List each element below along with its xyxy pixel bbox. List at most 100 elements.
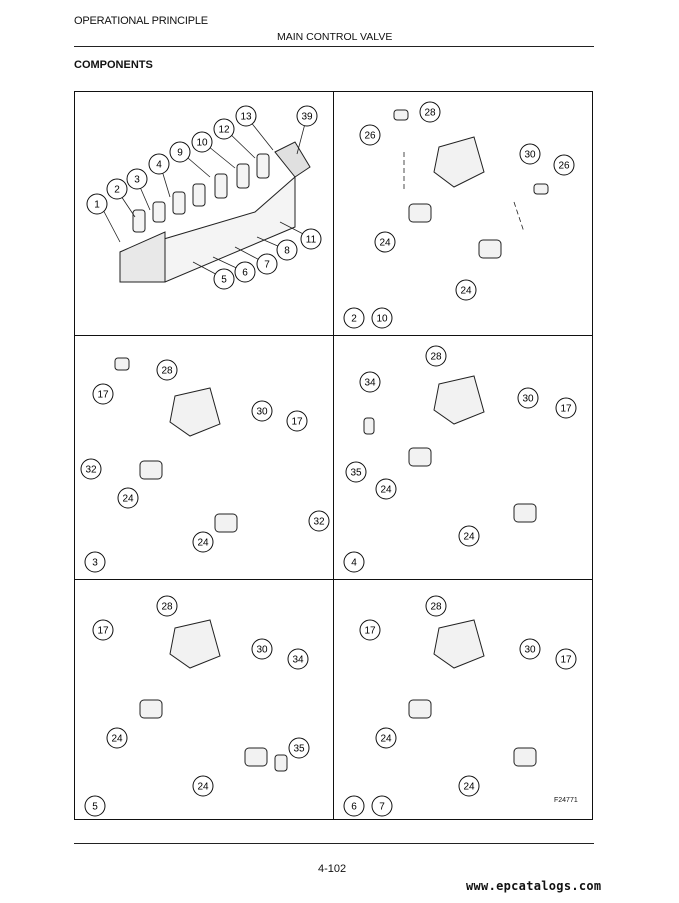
svg-text:30: 30 (522, 394, 534, 405)
callout-9: 9 (169, 141, 191, 163)
callout-28: 28 (425, 595, 447, 617)
callout-11: 11 (300, 228, 322, 250)
svg-text:30: 30 (524, 150, 536, 161)
section-marker-3: 3 (84, 551, 106, 573)
svg-text:10: 10 (196, 138, 208, 149)
callout-17: 17 (555, 397, 577, 419)
section-marker-5: 5 (84, 795, 106, 817)
svg-text:5: 5 (92, 802, 98, 813)
svg-text:4: 4 (156, 160, 162, 171)
callout-17: 17 (286, 410, 308, 432)
callout-30: 30 (251, 400, 273, 422)
svg-text:28: 28 (430, 352, 442, 363)
callout-24: 24 (455, 279, 477, 301)
callout-26: 26 (553, 154, 575, 176)
svg-text:7: 7 (264, 260, 270, 271)
callout-17: 17 (555, 648, 577, 670)
callout-35: 35 (288, 737, 310, 759)
svg-text:24: 24 (111, 734, 123, 745)
callout-8: 8 (276, 239, 298, 261)
callout-28: 28 (156, 359, 178, 381)
callout-34: 34 (287, 648, 309, 670)
callout-12: 12 (213, 118, 235, 140)
callout-24: 24 (458, 525, 480, 547)
callout-6: 6 (234, 261, 256, 283)
svg-text:12: 12 (218, 125, 230, 136)
callout-24: 24 (375, 478, 397, 500)
callout-10: 10 (191, 131, 213, 153)
svg-text:24: 24 (463, 782, 475, 793)
svg-text:30: 30 (256, 645, 268, 656)
svg-text:39: 39 (301, 112, 313, 123)
svg-text:13: 13 (240, 112, 252, 123)
callout-13: 13 (235, 105, 257, 127)
svg-text:6: 6 (242, 268, 248, 279)
svg-text:32: 32 (85, 465, 97, 476)
callout-24: 24 (117, 487, 139, 509)
callout-17: 17 (92, 619, 114, 641)
section-subtitle: MAIN CONTROL VALVE (277, 31, 393, 43)
svg-text:34: 34 (364, 378, 376, 389)
svg-text:6: 6 (351, 802, 357, 813)
callout-2: 2 (106, 178, 128, 200)
callout-24: 24 (374, 231, 396, 253)
svg-text:24: 24 (460, 286, 472, 297)
panel-section-4: 28 34 30 17 35 24 24 4 (343, 345, 577, 573)
grid-divider-vertical (333, 92, 334, 819)
callout-24: 24 (458, 775, 480, 797)
callout-24: 24 (192, 775, 214, 797)
svg-text:4: 4 (351, 558, 357, 569)
chapter-title: OPERATIONAL PRINCIPLE (74, 15, 208, 27)
svg-text:28: 28 (430, 602, 442, 613)
callout-30: 30 (519, 143, 541, 165)
callout-32: 32 (80, 458, 102, 480)
callout-30: 30 (517, 387, 539, 409)
panel-section-3: 28 17 30 17 32 24 32 24 3 (80, 357, 330, 573)
svg-text:24: 24 (379, 238, 391, 249)
footer-divider (74, 843, 594, 844)
svg-text:28: 28 (161, 366, 173, 377)
svg-text:7: 7 (379, 802, 385, 813)
svg-text:34: 34 (292, 655, 304, 666)
callout-17: 17 (359, 619, 381, 641)
svg-text:17: 17 (560, 655, 572, 666)
svg-text:11: 11 (306, 235, 317, 246)
svg-text:30: 30 (524, 645, 536, 656)
svg-text:3: 3 (92, 558, 98, 569)
callout-39: 39 (296, 105, 318, 127)
svg-text:24: 24 (197, 782, 209, 793)
panel-section-5: 28 17 30 34 24 35 24 5 (84, 595, 310, 817)
svg-text:17: 17 (97, 390, 109, 401)
callout-24: 24 (192, 531, 214, 553)
callout-17: 17 (92, 383, 114, 405)
callout-5: 5 (213, 268, 235, 290)
svg-text:28: 28 (161, 602, 173, 613)
callout-1: 1 (86, 193, 108, 215)
svg-text:35: 35 (350, 468, 362, 479)
svg-text:24: 24 (380, 485, 392, 496)
svg-text:26: 26 (364, 131, 376, 142)
components-heading: COMPONENTS (74, 59, 153, 71)
svg-text:26: 26 (558, 161, 570, 172)
svg-text:24: 24 (463, 532, 475, 543)
svg-text:2: 2 (114, 185, 120, 196)
callout-24: 24 (106, 727, 128, 749)
callout-24: 24 (375, 727, 397, 749)
svg-text:28: 28 (424, 108, 436, 119)
svg-text:24: 24 (197, 538, 209, 549)
svg-text:32: 32 (313, 517, 325, 528)
svg-text:1: 1 (94, 200, 100, 211)
svg-text:3: 3 (134, 175, 140, 186)
section-marker-4: 4 (343, 551, 365, 573)
page-number: 4-102 (318, 863, 347, 875)
callout-30: 30 (519, 638, 541, 660)
callout-3: 3 (126, 168, 148, 190)
callout-32: 32 (308, 510, 330, 532)
header-divider (74, 46, 594, 47)
section-marker-6: 6 (343, 795, 365, 817)
callout-28: 28 (425, 345, 447, 367)
